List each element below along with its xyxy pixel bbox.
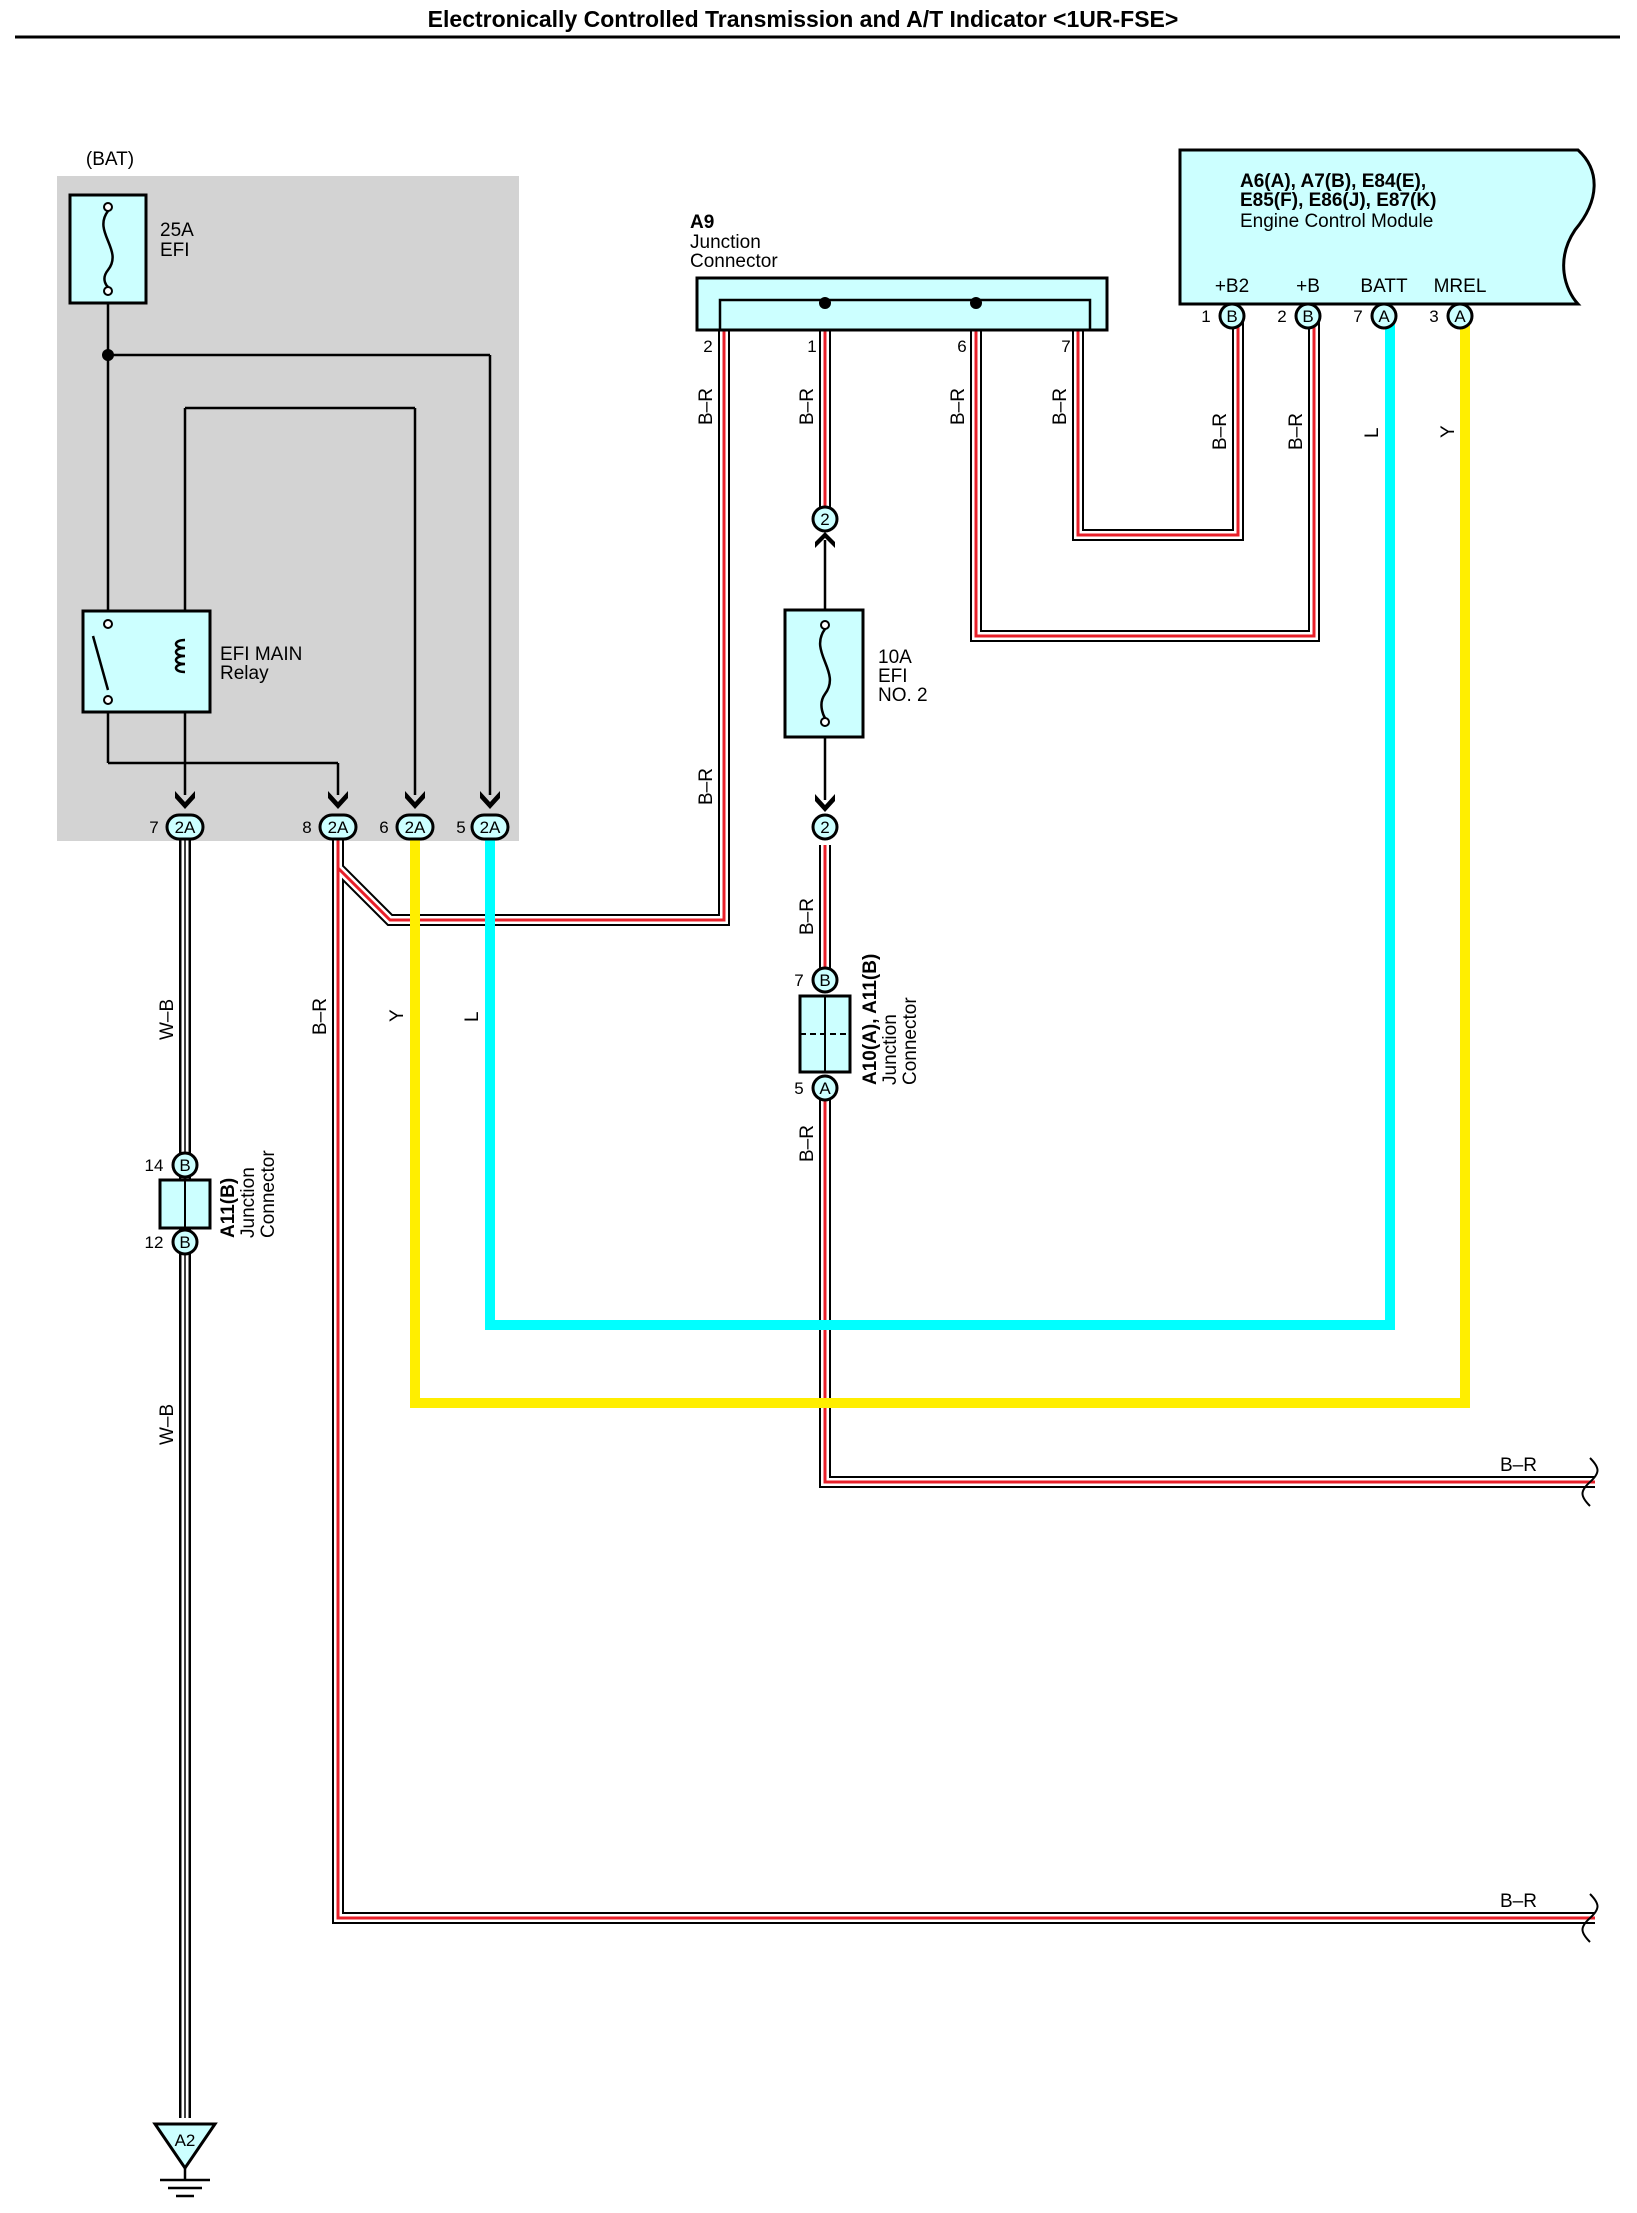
relay-name: EFI MAIN — [220, 644, 302, 665]
svg-text:A: A — [1378, 307, 1390, 326]
svg-text:B: B — [179, 1156, 190, 1175]
fuse-efi-rating: 25A — [160, 220, 194, 241]
svg-text:B–R: B–R — [1500, 1891, 1537, 1912]
fuse-efi2-name: EFI — [878, 666, 908, 687]
wire-break-marks — [1581, 1457, 1599, 1943]
a10-line1: Junction — [880, 1014, 901, 1085]
svg-text:5: 5 — [794, 1079, 803, 1098]
relay-box-internal-wires — [106, 303, 492, 795]
svg-text:2A: 2A — [328, 818, 349, 837]
svg-text:Y: Y — [387, 1009, 408, 1022]
relay-connector-5: 2A 5 — [456, 813, 510, 841]
svg-text:W–B: W–B — [157, 999, 178, 1040]
svg-text:12: 12 — [145, 1233, 164, 1252]
svg-text:A: A — [819, 1079, 831, 1098]
svg-text:6: 6 — [957, 337, 966, 356]
svg-text:7: 7 — [1061, 337, 1070, 356]
svg-text:B–R: B–R — [797, 388, 818, 425]
ecm-line2: E85(F), E86(J), E87(K) — [1240, 190, 1436, 211]
svg-text:1: 1 — [1201, 307, 1210, 326]
a9-id: A9 — [690, 212, 714, 233]
ecm-line1: A6(A), A7(B), E84(E), — [1240, 171, 1426, 192]
a9-line2: Connector — [690, 251, 778, 272]
svg-text:B: B — [1302, 307, 1313, 326]
junction-connector-a9: A9 Junction Connector 2 1 6 7 — [690, 212, 1109, 356]
svg-text:2A: 2A — [480, 818, 501, 837]
svg-text:MREL: MREL — [1434, 276, 1487, 297]
a11-id: A11(B) — [218, 1178, 239, 1238]
svg-text:A: A — [1454, 307, 1466, 326]
svg-text:3: 3 — [1429, 307, 1438, 326]
relay-connector-7: 2A 7 — [149, 813, 205, 841]
fuse-efi2-rating: 10A — [878, 647, 912, 668]
wire-l — [485, 320, 1395, 1330]
ecm-line3: Engine Control Module — [1240, 211, 1433, 232]
efi-main-relay: EFI MAIN Relay — [81, 609, 302, 714]
svg-text:1: 1 — [807, 337, 816, 356]
svg-text:L: L — [1362, 427, 1383, 438]
fuse-efi-no2: 2 2 10A EFI NO. 2 — [783, 505, 928, 841]
svg-text:B–R: B–R — [696, 768, 717, 805]
svg-text:L: L — [462, 1011, 483, 1022]
svg-text:A2: A2 — [175, 2131, 196, 2150]
relay-type: Relay — [220, 663, 269, 684]
wire-y — [410, 320, 1470, 1408]
svg-text:8: 8 — [302, 818, 311, 837]
svg-text:2: 2 — [820, 818, 829, 837]
svg-text:2: 2 — [1277, 307, 1286, 326]
svg-text:B: B — [1226, 307, 1237, 326]
junction-connector-a10: B 7 A 5 A10(A), A11(B) Junction Connecto… — [794, 954, 921, 1102]
a11-line1: Junction — [238, 1167, 259, 1238]
wire-b-r-group — [338, 320, 1595, 1918]
a10-line2: Connector — [900, 997, 921, 1085]
svg-text:BATT: BATT — [1360, 276, 1408, 297]
svg-text:B–R: B–R — [948, 388, 969, 425]
a10-id: A10(A), A11(B) — [860, 954, 881, 1085]
svg-text:B–R: B–R — [1286, 413, 1307, 450]
svg-text:14: 14 — [145, 1156, 164, 1175]
page-title: Electronically Controlled Transmission a… — [428, 6, 1179, 32]
svg-text:7: 7 — [149, 818, 158, 837]
svg-text:B–R: B–R — [1210, 413, 1231, 450]
junction-connector-a11: B 14 B 12 A11(B) Junction Connector — [145, 1150, 279, 1256]
svg-text:B–R: B–R — [1500, 1455, 1537, 1476]
wire-labels: B–R B–R B–R B–R B–R B–R L Y B–R B–R B–R … — [157, 388, 1537, 1912]
svg-text:B: B — [819, 971, 830, 990]
svg-text:+B2: +B2 — [1215, 276, 1249, 297]
a9-line1: Junction — [690, 232, 761, 253]
svg-text:2: 2 — [820, 510, 829, 529]
a11-line2: Connector — [258, 1150, 279, 1238]
svg-text:+B: +B — [1296, 276, 1320, 297]
svg-text:2A: 2A — [405, 818, 426, 837]
svg-text:6: 6 — [379, 818, 388, 837]
svg-text:W–B: W–B — [157, 1404, 178, 1445]
relay-connector-6: 2A 6 — [379, 813, 435, 841]
splice-dot — [102, 349, 114, 361]
svg-text:B–R: B–R — [797, 1125, 818, 1162]
svg-text:B–R: B–R — [797, 898, 818, 935]
fuse-efi-25a: 25A EFI — [68, 193, 194, 305]
bat-label: (BAT) — [86, 149, 134, 170]
svg-text:B: B — [179, 1233, 190, 1252]
svg-text:B–R: B–R — [1050, 388, 1071, 425]
ground-a2: A2 — [152, 2122, 218, 2198]
svg-text:Y: Y — [1438, 425, 1459, 438]
svg-text:7: 7 — [794, 971, 803, 990]
svg-text:2: 2 — [703, 337, 712, 356]
fuse-efi-name: EFI — [160, 240, 190, 261]
svg-text:B–R: B–R — [696, 388, 717, 425]
fuse-efi2-number: NO. 2 — [878, 685, 928, 706]
svg-text:7: 7 — [1353, 307, 1362, 326]
svg-text:5: 5 — [456, 818, 465, 837]
relay-connector-8: 2A 8 — [302, 813, 358, 841]
engine-control-module: A6(A), A7(B), E84(E), E85(F), E86(J), E8… — [1178, 148, 1596, 306]
svg-text:2A: 2A — [175, 818, 196, 837]
ecm-terminal-bubbles: B 1 B 2 A 7 A 3 — [1201, 302, 1474, 330]
svg-text:B–R: B–R — [310, 998, 331, 1035]
